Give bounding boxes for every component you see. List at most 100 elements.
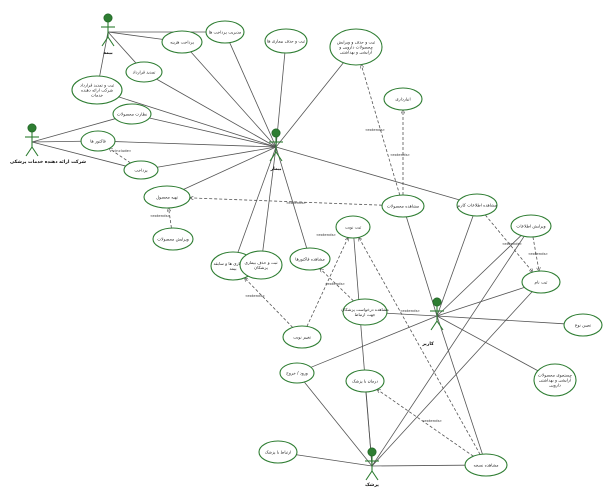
actor-leg [269, 151, 277, 162]
use-case-ellipse[interactable] [563, 313, 603, 337]
use-case-label: نظارت محصولات [117, 111, 147, 116]
association-line [275, 146, 460, 201]
use-case-ellipse[interactable] [258, 440, 298, 464]
stereotype-label: «extends» [528, 251, 548, 256]
actor-label: بیمار [269, 167, 281, 172]
use-case-label: ثبت نام [535, 279, 549, 284]
use-case-label: آرایشی و بهداشتی [340, 49, 373, 54]
use-case-ellipse[interactable] [464, 453, 508, 477]
use-case-u9[interactable]: فاکتور ها [80, 130, 116, 152]
use-case-ellipse[interactable] [381, 194, 425, 218]
association-line [107, 31, 163, 40]
actor-a_bimar[interactable]: بیمار [269, 128, 283, 172]
use-case-ellipse[interactable] [289, 247, 331, 271]
use-case-ellipse[interactable] [345, 369, 385, 393]
use-case-label: شرکت ارائه دهنده [81, 87, 114, 92]
use-case-ellipse[interactable] [510, 214, 552, 238]
use-case-u22[interactable]: تغییر نوبت [282, 325, 322, 349]
use-case-ellipse[interactable] [161, 30, 203, 54]
dependency-line [306, 238, 348, 327]
use-case-u15[interactable]: ویرایش اطلاعات [510, 214, 552, 238]
use-case-u23[interactable]: تعیین نوع [563, 313, 603, 337]
dependency-line [320, 269, 354, 302]
stereotype-label: «extends» [390, 152, 410, 157]
use-case-ellipse[interactable] [143, 185, 191, 209]
use-case-u26[interactable]: درمان با پزشک [345, 369, 385, 393]
use-case-u2[interactable]: مدیریت پرداخت ها [205, 20, 245, 44]
use-case-ellipse[interactable] [521, 270, 561, 294]
use-case-ellipse[interactable] [71, 75, 123, 105]
use-case-u12[interactable]: مشاهده محصولات [381, 194, 425, 218]
dependency-line [245, 278, 293, 328]
use-case-ellipse[interactable] [329, 28, 383, 66]
association-line [31, 118, 116, 143]
association-line [118, 96, 277, 148]
use-case-label: مشاهده اطلاعات کاربر [456, 202, 497, 207]
stereotype-label: «extends» [325, 281, 345, 286]
use-case-ellipse[interactable] [533, 363, 577, 397]
use-case-ellipse[interactable] [342, 298, 388, 326]
use-case-u25[interactable]: ورود / خروج [279, 362, 315, 384]
stereotype-label: «extends» [245, 293, 265, 298]
actor-a_bime[interactable]: بیمه [101, 13, 115, 56]
actor-a_karbar[interactable]: کاربر [421, 297, 444, 347]
use-case-ellipse[interactable] [335, 215, 371, 239]
use-case-ellipse[interactable] [205, 20, 245, 44]
association-line [237, 146, 277, 253]
use-case-ellipse[interactable] [264, 28, 308, 54]
use-case-u1[interactable]: پرداخت هزینه [161, 30, 203, 54]
use-case-ellipse[interactable] [279, 362, 315, 384]
use-case-label: پرداخت هزینه [170, 39, 195, 44]
use-case-u7[interactable]: انبارداری [383, 87, 423, 111]
association-line [371, 236, 525, 467]
stereotype-label: «extends» [502, 241, 522, 246]
use-case-u14[interactable]: ویرایش محصولات [152, 227, 194, 251]
use-case-label: فاکتور ها [90, 138, 106, 143]
actor-label: کاربر [421, 341, 434, 347]
use-case-u11[interactable]: تهیه محصول [143, 185, 191, 209]
association-line [183, 146, 277, 190]
use-case-ellipse[interactable] [80, 130, 116, 152]
use-case-ellipse[interactable] [123, 160, 159, 180]
use-case-u10[interactable]: پرداخت [123, 160, 159, 180]
use-case-u3[interactable]: ثبت و حذف بیماری ها [264, 28, 308, 54]
use-case-u28[interactable]: مشاهده نسخه [464, 453, 508, 477]
use-case-label: تمدید قرارداد [133, 69, 157, 74]
use-case-ellipse[interactable] [383, 87, 423, 111]
use-case-ellipse[interactable] [456, 193, 498, 217]
nodes-layer: پرداخت هزینه مدیریت پرداخت ها ثبت و حذف بی… [71, 20, 603, 477]
association-line [275, 146, 308, 249]
use-case-label: تغییر نوبت [293, 334, 312, 339]
actor-label: پزشک [365, 482, 379, 488]
use-case-ellipse[interactable] [125, 61, 163, 83]
use-case-label: ثبت و تمدید قرارداد [80, 82, 115, 87]
actor-leg [365, 470, 373, 481]
use-case-u20[interactable]: ثبت نام [521, 270, 561, 294]
use-case-u13[interactable]: مشاهده اطلاعات کاربر [456, 193, 498, 217]
association-line [31, 140, 82, 143]
use-case-label: انبارداری [395, 96, 410, 101]
use-case-ellipse[interactable] [112, 103, 152, 125]
use-case-ellipse[interactable] [239, 250, 283, 280]
use-case-u5[interactable]: تمدید قرارداد [125, 61, 163, 83]
use-case-u19[interactable]: مشاهده فاکتورها [289, 247, 331, 271]
use-case-label: مشاهده درخواست پزشکان [341, 307, 389, 312]
use-case-label: پرداخت [134, 167, 148, 172]
actor-a_pezeshk[interactable]: پزشک [365, 447, 379, 488]
stereotype-label: «extends» [150, 213, 170, 218]
association-line [371, 464, 466, 467]
use-case-u16[interactable]: ثبت نوبت [335, 215, 371, 239]
actor-a_co[interactable]: شرکت ارائه دهنده خدمات پزشکی [10, 123, 86, 165]
stereotype-labels-layer: «include»«extends»«extends»«extends»«ext… [113, 127, 549, 423]
use-case-label: ثبت بیماری ها و سابقه [213, 261, 253, 266]
use-case-ellipse[interactable] [152, 227, 194, 251]
use-case-u27[interactable]: ارتباط با پزشک [258, 440, 298, 464]
use-case-ellipse[interactable] [282, 325, 322, 349]
use-case-u8[interactable]: نظارت محصولات [112, 103, 152, 125]
